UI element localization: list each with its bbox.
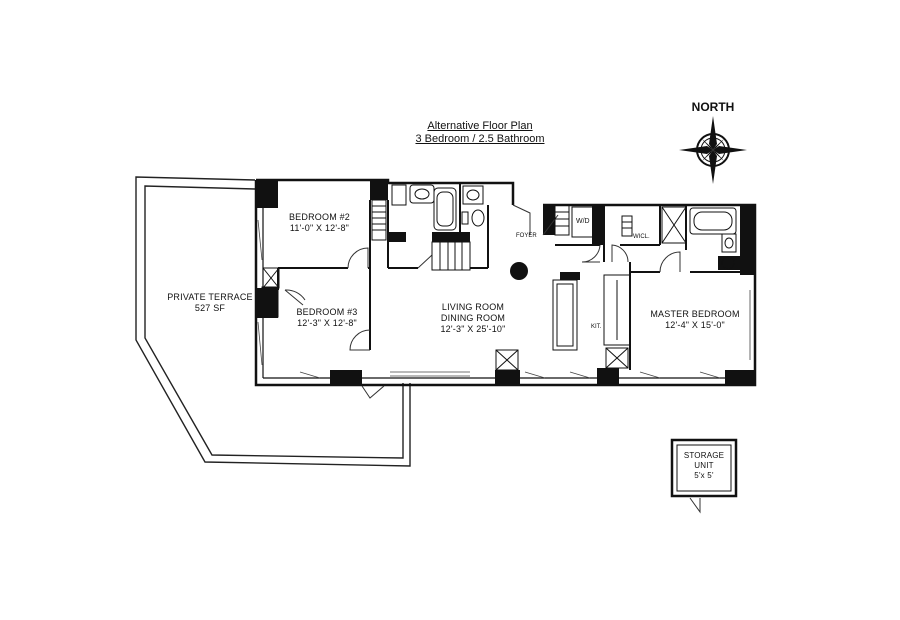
master-label: MASTER BEDROOM 12'-4" X 15'-0" [640,309,750,331]
closets [261,199,633,318]
dining-name: DINING ROOM [440,313,506,323]
foyer-label: FOYER [516,233,537,239]
wall-columns [256,180,755,386]
bedroom3-label: BEDROOM #3 12'-3" X 12'-8" [282,307,372,329]
terrace-area: 527 SF [194,303,226,313]
master-name: MASTER BEDROOM [650,309,740,319]
storage-unit [670,438,738,498]
living-label: LIVING ROOM DINING ROOM 12'-3" X 25'-10" [418,302,528,335]
terrace-outline [135,176,411,467]
living-name: LIVING ROOM [441,302,505,312]
living-dims: 12'-3" X 25'-10" [440,324,506,334]
storage-dims: 5'x 5' [694,471,714,480]
bedroom3-dims: 12'-3" X 12'-8" [297,318,357,328]
wicl-label: WICL. [633,234,650,240]
storage-name: STORAGE [683,451,725,460]
kitchen [262,267,631,371]
bedroom2-label: BEDROOM #2 11'-0" X 12'-8" [272,212,367,234]
storage-label: STORAGE UNIT 5'x 5' [677,451,731,481]
storage-name2: UNIT [694,461,714,470]
door-swings [284,204,701,514]
terrace-name: PRIVATE TERRACE [167,292,253,302]
exterior-walls [254,178,757,387]
wd-label: W/D [576,218,590,225]
bath-fixtures [391,184,743,270]
plan-subtitle: 3 Bedroom / 2.5 Bathroom [415,133,545,145]
kit-label: KIT. [591,324,602,330]
bedroom2-name: BEDROOM #2 [288,212,350,222]
bedroom3-name: BEDROOM #3 [296,307,358,317]
plan-heading: Alternative Floor Plan 3 Bedroom / 2.5 B… [380,120,580,146]
compass-rose-icon [679,116,747,184]
plan-title: Alternative Floor Plan [427,120,533,132]
terrace-label: PRIVATE TERRACE 527 SF [150,292,270,314]
master-dims: 12'-4" X 15'-0" [665,320,725,330]
bedroom2-dims: 11'-0" X 12'-8" [289,223,350,233]
windows [257,219,751,379]
compass-label: NORTH [691,100,735,114]
